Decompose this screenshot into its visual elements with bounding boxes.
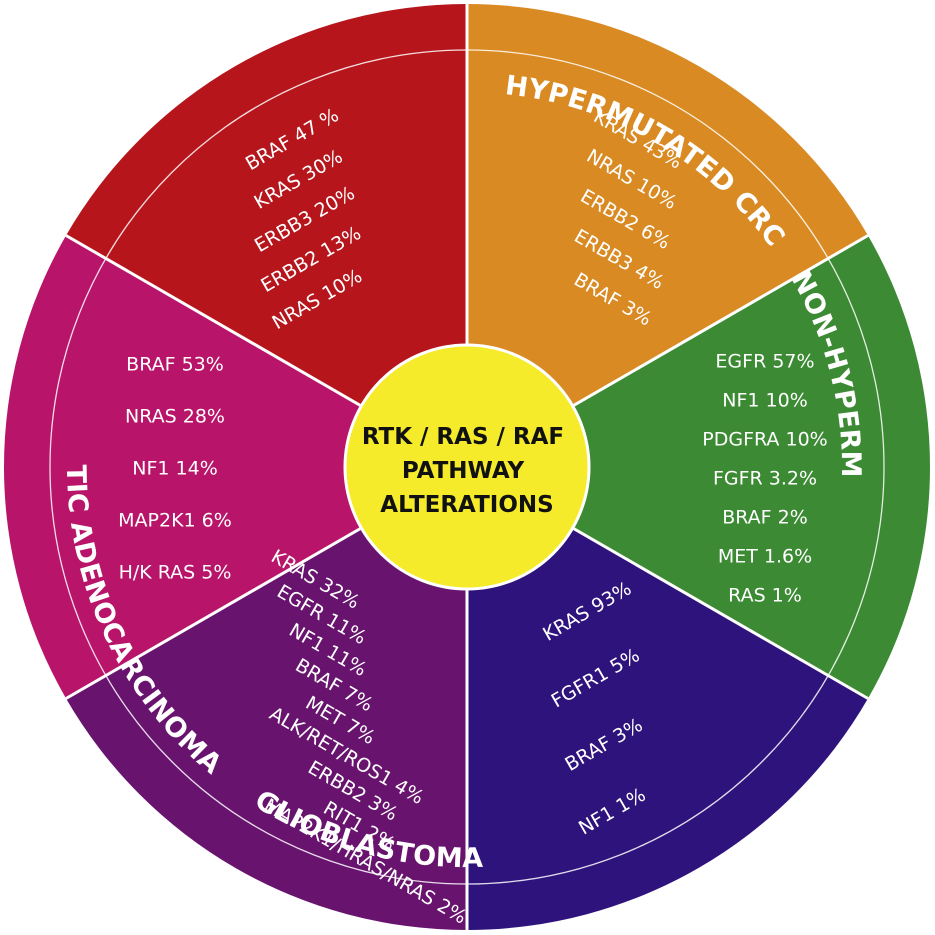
alteration-item-glioblastoma: NF1 10% <box>722 390 808 412</box>
center-title: RTK / RAS / RAF PATHWAY ALTERATIONS <box>362 424 572 518</box>
alteration-item-glioblastoma: EGFR 57% <box>715 351 814 373</box>
alteration-item-melanoma: NRAS 28% <box>125 406 225 428</box>
center-circle <box>343 343 591 591</box>
alteration-item-glioblastoma: FGFR 3.2% <box>713 468 817 490</box>
center-title-line-3: ALTERATIONS <box>380 492 553 518</box>
category-title-melanoma: MELANOMA <box>0 0 14 7</box>
sector-lung-adenocarcinoma <box>3 235 467 699</box>
sector-non-hypermutated-crc <box>467 235 930 699</box>
alteration-item-melanoma: MAP2K1 6% <box>118 510 232 532</box>
alteration-item-glioblastoma: MET 1.6% <box>718 546 812 568</box>
sector-hypermutated-crc <box>467 4 868 467</box>
center-title-line-1: RTK / RAS / RAF <box>362 424 564 450</box>
sector-pancreatic-adenocarcinoma <box>66 467 467 930</box>
category-title-lung-adenocarcinoma: LUNG ADENOCARCINOMA <box>0 0 14 7</box>
alteration-item-melanoma: NF1 14% <box>132 458 218 480</box>
alteration-item-melanoma: BRAF 53% <box>126 354 224 376</box>
alteration-item-glioblastoma: BRAF 2% <box>722 507 808 529</box>
sector-melanoma <box>66 4 467 467</box>
alteration-item-melanoma: H/K RAS 5% <box>119 562 232 584</box>
alteration-item-glioblastoma: RAS 1% <box>728 585 802 607</box>
center-title-line-2: PATHWAY <box>402 458 525 484</box>
sector-glioblastoma <box>467 467 868 930</box>
alteration-item-glioblastoma: PDGFRA 10% <box>702 429 827 451</box>
